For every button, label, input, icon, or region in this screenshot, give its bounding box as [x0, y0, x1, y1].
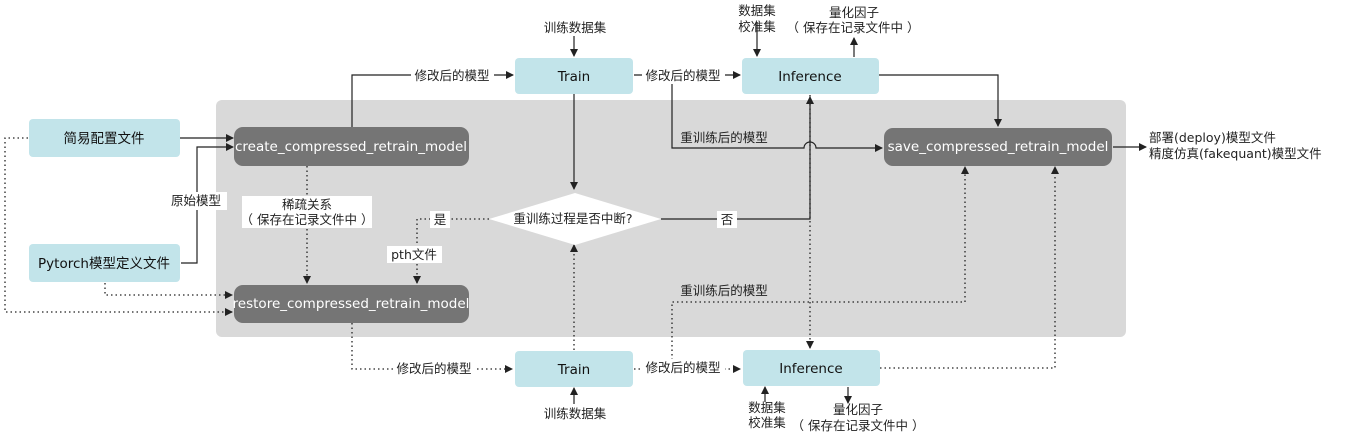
label-modified-model-4: 修改后的模型 [645, 360, 720, 375]
decision-label: 重训练过程是否中断? [513, 211, 632, 226]
create-label: create_compressed_retrain_model [235, 139, 467, 155]
simple-config-node [29, 119, 180, 157]
label-modified-model-3: 修改后的模型 [396, 361, 471, 376]
inference-bottom-node [743, 350, 880, 386]
label-no: 否 [721, 212, 734, 227]
label-dataset-bottom: 数据集 [748, 400, 786, 415]
label-original-model: 原始模型 [171, 193, 221, 208]
edge-decision-no [661, 96, 814, 220]
inference-top-label: Inference [778, 69, 841, 85]
edge-config-to-restore [4, 137, 233, 316]
label-output-fakequant: 精度仿真(fakequant)模型文件 [1149, 146, 1322, 161]
edge-pytorch-to-restore [104, 283, 233, 299]
label-quant-factor-top: 量化因子 [829, 5, 879, 20]
label-retrained-model-top: 重训练后的模型 [680, 130, 768, 145]
train-top-label: Train [557, 69, 590, 85]
pytorch-def-node [29, 244, 180, 282]
label-modified-model-1: 修改后的模型 [414, 68, 489, 83]
save-label: save_compressed_retrain_model [888, 139, 1109, 155]
edge-inference-top-to-save [879, 74, 1002, 127]
inference-top-node [742, 58, 879, 94]
pytorch-def-label: Pytorch模型定义文件 [38, 256, 170, 272]
label-quant-factor-bottom: 量化因子 [833, 402, 883, 417]
restore-node [234, 285, 469, 323]
train-bottom-label: Train [557, 362, 590, 378]
label-dataset-top: 数据集 [738, 3, 776, 18]
label-sparse-note: （ 保存在记录文件中 ） [241, 212, 374, 227]
train-top-node [515, 58, 633, 94]
simple-config-label: 简易配置文件 [64, 130, 145, 147]
inference-bottom-label: Inference [779, 361, 842, 377]
label-sparse-relation: 稀疏关系 [282, 197, 332, 212]
label-modified-model-2: 修改后的模型 [645, 68, 720, 83]
label-retrained-model-bottom: 重训练后的模型 [680, 283, 768, 298]
edge-decision-yes [413, 218, 489, 284]
restore-label: restore_compressed_retrain_model [233, 296, 470, 312]
save-node [884, 128, 1112, 166]
label-quant-note-top: （ 保存在记录文件中 ） [787, 20, 920, 35]
edge-train-bottom-to-save [671, 166, 969, 369]
train-bottom-node [515, 351, 633, 387]
edge-train-top-to-save [671, 75, 883, 152]
label-train-data-bottom: 训练数据集 [544, 406, 607, 421]
label-pth-file: pth文件 [391, 247, 437, 262]
label-output-deploy: 部署(deploy)模型文件 [1149, 130, 1276, 145]
label-calib-top: 校准集 [738, 19, 776, 34]
decision-node [489, 193, 661, 245]
label-yes: 是 [434, 212, 447, 227]
create-node [234, 127, 469, 166]
edge-restore-to-train-bottom [351, 323, 513, 373]
label-train-data-top: 训练数据集 [544, 20, 607, 35]
label-calib-bottom: 校准集 [748, 415, 786, 430]
label-quant-note-bottom: （ 保存在记录文件中 ） [792, 418, 925, 433]
